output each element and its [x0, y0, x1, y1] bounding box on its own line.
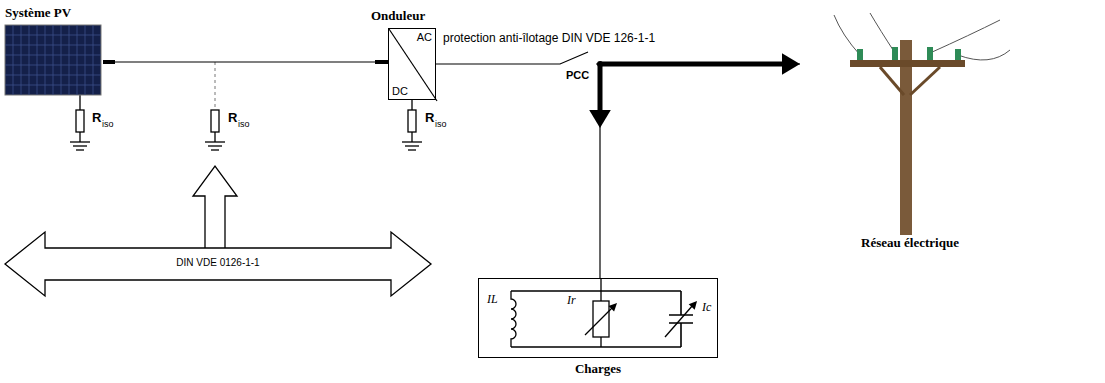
power-flow-arrow	[600, 62, 784, 67]
current-name: Ic	[702, 300, 711, 315]
connector	[436, 52, 800, 75]
load-box: Charges	[478, 278, 718, 358]
dashed-tap	[215, 62, 216, 110]
ground-symbol	[70, 142, 90, 150]
current-name: Ir	[567, 293, 576, 308]
double-arrow-band: DIN VDE 0126-1-1	[5, 232, 431, 296]
node-title: Onduleur	[371, 8, 425, 24]
hollow-up-arrow	[193, 166, 237, 249]
connector	[589, 64, 611, 278]
node-text: DC	[392, 85, 408, 97]
load-circuit	[479, 279, 717, 357]
resistor-subscript: iso	[102, 119, 114, 129]
cable-stub	[103, 60, 115, 64]
cable-stub	[375, 60, 388, 64]
resistor-symbol	[408, 100, 416, 142]
node-title: Réseau électrique	[800, 235, 1020, 251]
connector	[103, 62, 388, 63]
node-text: AC	[417, 31, 432, 43]
wire	[103, 61, 388, 62]
power-flow-arrow	[598, 64, 603, 112]
resistor-symbol	[76, 95, 84, 142]
wire	[599, 64, 600, 278]
resistor-name: R	[92, 110, 101, 125]
node-title: DIN VDE 0126-1-1	[5, 257, 431, 268]
current-name: IL	[487, 292, 498, 307]
resistor-symbol	[211, 110, 219, 142]
ground-symbol	[402, 142, 422, 150]
resistor-name: R	[425, 110, 434, 125]
resistor-name: R	[228, 110, 237, 125]
resistor-subscript: iso	[238, 119, 250, 129]
arrow-head	[589, 110, 611, 128]
pv-panel: Système PV	[5, 5, 103, 97]
resistor-subscript: iso	[435, 119, 447, 129]
node-title: Système PV	[5, 5, 71, 21]
grid-pole-art	[800, 5, 1020, 255]
arrow-head	[782, 53, 800, 75]
ground-symbol	[205, 142, 225, 150]
wire	[436, 52, 800, 64]
grid-pole: Réseau électrique	[800, 5, 1020, 255]
inverter-box: OnduleurACDC	[388, 28, 436, 100]
junction-name: PCC	[566, 69, 589, 81]
node-title: Charges	[479, 361, 717, 377]
edge-label: protection anti-îlotage DIN VDE 126-1-1	[442, 31, 656, 45]
